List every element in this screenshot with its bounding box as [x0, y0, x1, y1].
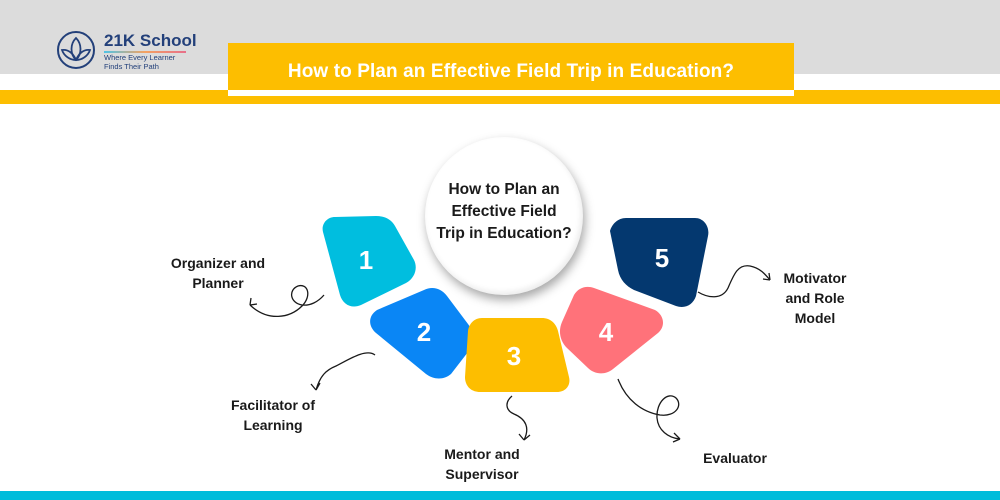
- step-1-label: Organizer and Planner: [163, 253, 273, 293]
- center-title-line-3: Trip in Education?: [436, 225, 572, 242]
- step-5-block: [610, 218, 709, 307]
- step-3-label-line-2: Supervisor: [445, 466, 519, 482]
- step-1-label-line-2: Planner: [192, 275, 244, 291]
- step-1-number: 1: [358, 245, 374, 275]
- lotus-circle-icon: [57, 31, 95, 69]
- step-5-label: Motivator and Role Model: [760, 268, 870, 328]
- step-2-label-line-2: Learning: [243, 417, 303, 433]
- step-4-block: [559, 286, 664, 374]
- tagline-line-2: Finds Their Path: [104, 61, 159, 71]
- title-banner: How to Plan an Effective Field Trip in E…: [228, 43, 794, 96]
- brand-tagline: Where Every Learner Finds Their Path: [104, 53, 176, 71]
- page-title: How to Plan an Effective Field Trip in E…: [287, 61, 735, 82]
- step-1-block: [322, 216, 416, 307]
- arrow-step-2: [315, 352, 376, 391]
- step-2-number: 2: [416, 317, 432, 347]
- center-title-line-2: Effective Field: [451, 203, 557, 220]
- step-4-label-line-1: Evaluator: [703, 450, 767, 466]
- center-title: How to Plan an Effective Field Trip in E…: [425, 179, 583, 245]
- step-2-label: Facilitator of Learning: [218, 395, 328, 435]
- arrow-step-3: [506, 395, 528, 441]
- brand-underline: [104, 51, 186, 53]
- brand-name: 21K School: [104, 31, 197, 50]
- step-3-label-line-1: Mentor and: [444, 446, 520, 462]
- step-1-label-line-1: Organizer and: [170, 255, 266, 271]
- step-5-number: 5: [654, 243, 670, 273]
- step-5-label-line-1: Motivator: [783, 270, 847, 286]
- step-3-label: Mentor and Supervisor: [427, 444, 537, 484]
- arrow-step-1: [249, 284, 325, 318]
- arrow-step-5: [697, 265, 771, 298]
- step-4-number: 4: [598, 317, 614, 347]
- step-5-label-line-3: Model: [794, 310, 836, 326]
- step-5-label-line-2: and Role: [785, 290, 845, 306]
- step-2-label-line-1: Facilitator of: [230, 397, 315, 413]
- step-3-number: 3: [506, 341, 522, 371]
- step-3-block: [465, 318, 570, 392]
- step-4-label: Evaluator: [680, 448, 790, 468]
- step-2-block: [370, 288, 473, 379]
- center-title-line-1: How to Plan an: [448, 181, 560, 198]
- footer-bar: [0, 491, 1000, 500]
- arrow-step-4: [617, 378, 681, 440]
- center-circle: How to Plan an Effective Field Trip in E…: [425, 137, 583, 295]
- tagline-line-1: Where Every Learner: [104, 53, 176, 62]
